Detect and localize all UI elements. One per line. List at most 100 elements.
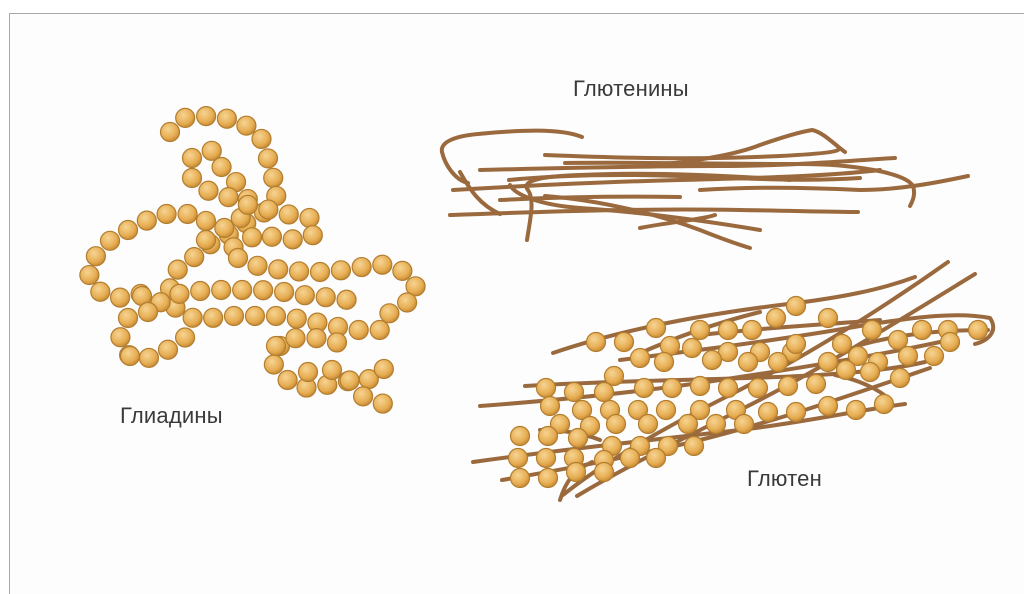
gluten-bead (655, 399, 677, 421)
gluten-bead (567, 427, 589, 449)
gluten-bead (535, 447, 557, 469)
gluten-bead (897, 345, 919, 367)
gliadin-bead (85, 246, 107, 267)
gluten-bead (571, 399, 593, 421)
gluten-bead (765, 307, 787, 329)
gliadin-bead (339, 370, 360, 391)
gliadin-bead (315, 287, 336, 308)
gliadin-bead (232, 279, 253, 301)
gluten-bead (741, 319, 763, 341)
gliadin-bead (198, 180, 219, 201)
gliadin-bead (237, 194, 258, 215)
gliadin-bead (286, 308, 307, 329)
gliadin-bead (263, 354, 284, 375)
glutenin-fiber-5 (478, 156, 897, 172)
gluten-bead (593, 461, 615, 483)
gliadin-bead (184, 247, 205, 268)
gluten-fiber-8 (618, 313, 996, 362)
gliadin-bead (302, 225, 323, 246)
gluten-bead (785, 333, 807, 355)
gluten-bead (733, 413, 755, 435)
gliadin-bead (117, 307, 139, 329)
gluten-bead (629, 347, 651, 369)
gliadin-bead-chain (79, 106, 426, 414)
gluten-bead (539, 395, 561, 417)
gliadin-bead (211, 156, 232, 178)
gluten-bead (859, 361, 881, 383)
gliadin-bead (109, 287, 131, 308)
gliadin-bead (263, 167, 284, 188)
gliadin-bead (265, 305, 287, 327)
gluten-bead (785, 401, 807, 423)
gluten-fiber-7 (575, 272, 977, 498)
gluten-bead (613, 331, 635, 353)
gliadin-bead (196, 106, 217, 127)
gliadin-bead (268, 259, 289, 280)
gliadin-bead (278, 204, 299, 225)
gliadin-bead (203, 307, 224, 328)
gluten-bead (537, 425, 559, 447)
gliadin-bead (137, 301, 159, 323)
gliadin-bead (294, 285, 315, 306)
gluten-bead (605, 413, 627, 435)
gliadin-bead (99, 230, 121, 251)
gluten-bead (767, 351, 789, 373)
gluten-bead (757, 401, 779, 423)
gliadin-bead (372, 254, 393, 275)
gliadin-bead (223, 305, 245, 327)
gliadin-bead (330, 260, 352, 281)
gluten-bead (661, 377, 683, 399)
gliadin-bead (251, 128, 272, 150)
gliadin-bead (236, 115, 257, 136)
gluten-bead (619, 447, 641, 469)
gluten-bead (689, 319, 711, 341)
gliadin-bead (348, 319, 369, 341)
gluten-bead (873, 393, 895, 415)
gluten-label: Глютен (747, 466, 822, 491)
gluten-bead (805, 373, 827, 395)
gliadin-bead (181, 167, 203, 189)
gluten-bead (509, 467, 531, 489)
gliadin-bead (405, 276, 426, 297)
gliadin-bead (244, 305, 266, 327)
gluten-bead (835, 359, 857, 381)
gliadin-bead (282, 229, 303, 250)
gliadin-bead (336, 289, 357, 310)
gluten-bead (549, 413, 571, 435)
glutenin-fiber-2 (451, 168, 882, 192)
gliadin-bead (90, 281, 111, 302)
gluten-bead (689, 399, 711, 421)
gliadin-bead (159, 121, 181, 143)
gluten-bead (737, 351, 759, 373)
gluten-bead (593, 381, 615, 403)
gluten-bead (701, 349, 723, 371)
gluten-bead (657, 435, 679, 457)
gluten-bead (585, 331, 607, 353)
gluten-bead (923, 345, 945, 367)
gluten-bead (817, 351, 839, 373)
gluten-bead (831, 333, 853, 355)
glutenin-fiber-1 (439, 128, 584, 185)
gliadin-bead (181, 147, 203, 169)
gliadin-bead (216, 108, 238, 129)
gliadin-bead (195, 229, 217, 251)
gluten-bead (705, 413, 727, 435)
glutenin-fiber-4 (543, 148, 840, 161)
gluten-bead-cluster (507, 295, 989, 489)
gluten-bead (535, 377, 557, 399)
gliadin-bead (309, 261, 331, 283)
gliadin-bead (138, 347, 160, 369)
gliadin-bead (79, 264, 100, 286)
gluten-bead (939, 331, 961, 353)
gluten-bead (861, 319, 883, 341)
gliadin-bead (175, 107, 196, 129)
gluten-bead (507, 447, 529, 469)
gliadin-bead (241, 227, 263, 248)
gliadin-bead (157, 339, 179, 360)
gluten-bead (627, 399, 649, 421)
glutenins-label: Глютенины (573, 76, 689, 101)
gliadin-bead (119, 345, 141, 367)
gluten-fiber-1 (551, 275, 917, 355)
gliadin-bead (299, 207, 320, 229)
